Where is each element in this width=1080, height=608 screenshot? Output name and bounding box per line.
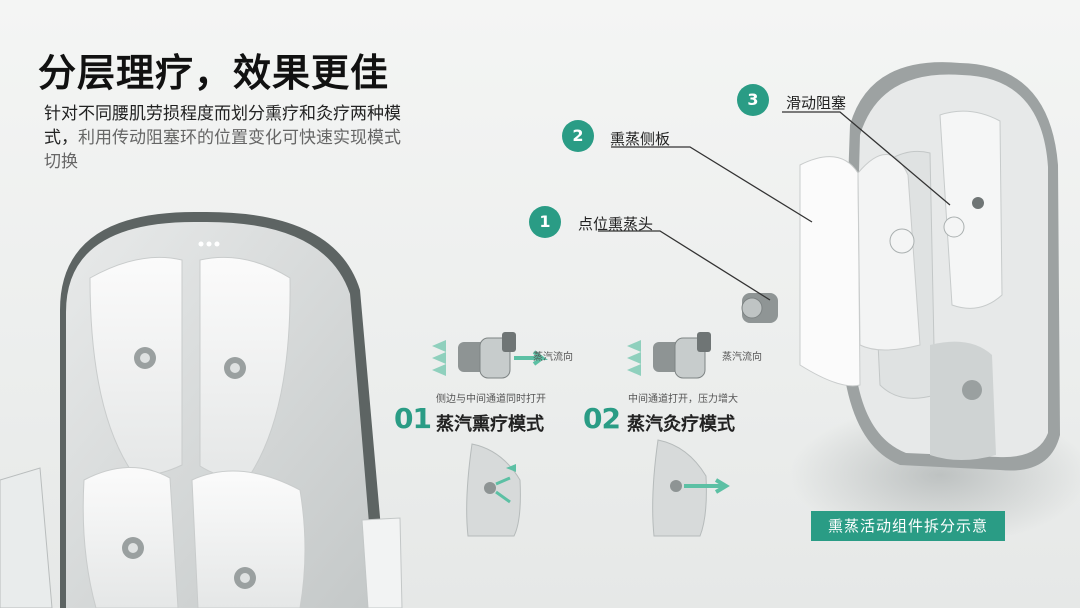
mode2-flow-illustration bbox=[627, 332, 711, 379]
mode1-number: 01 bbox=[394, 402, 432, 435]
callout-badge-2: 2 bbox=[562, 120, 594, 152]
mode2-flow-label: 蒸汽流向 bbox=[722, 352, 762, 363]
description: 针对不同腰肌劳损程度而划分熏疗和灸疗两种模式，利用传动阻塞环的位置变化可快速实现… bbox=[44, 102, 404, 174]
back-cushion-front-illustration bbox=[0, 211, 403, 608]
callout-label-side-plate: 熏蒸侧板 bbox=[610, 130, 671, 148]
callout-label-sliding-block: 滑动阻塞 bbox=[786, 94, 847, 112]
mode1-note: 侧边与中间通道同时打开 bbox=[436, 394, 546, 405]
mode1-flow-label: 蒸汽流向 bbox=[533, 352, 573, 363]
mode1-plate-illustration bbox=[466, 443, 521, 537]
mode1-name: 蒸汽熏疗模式 bbox=[436, 414, 544, 435]
mode2-plate-illustration bbox=[652, 439, 730, 537]
callout-label-nozzle: 点位熏蒸头 bbox=[578, 215, 654, 233]
callout-badge-3: 3 bbox=[737, 84, 769, 116]
mode2-number: 02 bbox=[583, 402, 621, 435]
mode2-name: 蒸汽灸疗模式 bbox=[627, 414, 735, 435]
mode2-note: 中间通道打开，压力增大 bbox=[628, 394, 738, 405]
description-secondary: 利用传动阻塞环的位置变化可快速实现模式切换 bbox=[44, 128, 401, 172]
exploded-view-illustration bbox=[741, 62, 1080, 535]
exploded-view-caption: 熏蒸活动组件拆分示意 bbox=[811, 511, 1005, 541]
description-main: 针对不同腰肌劳损程度而划分熏疗和灸疗两种模式， bbox=[44, 104, 401, 148]
mode1-flow-illustration bbox=[432, 332, 548, 379]
page-title: 分层理疗，效果更佳 bbox=[38, 51, 390, 95]
callout-badge-1: 1 bbox=[529, 206, 561, 238]
